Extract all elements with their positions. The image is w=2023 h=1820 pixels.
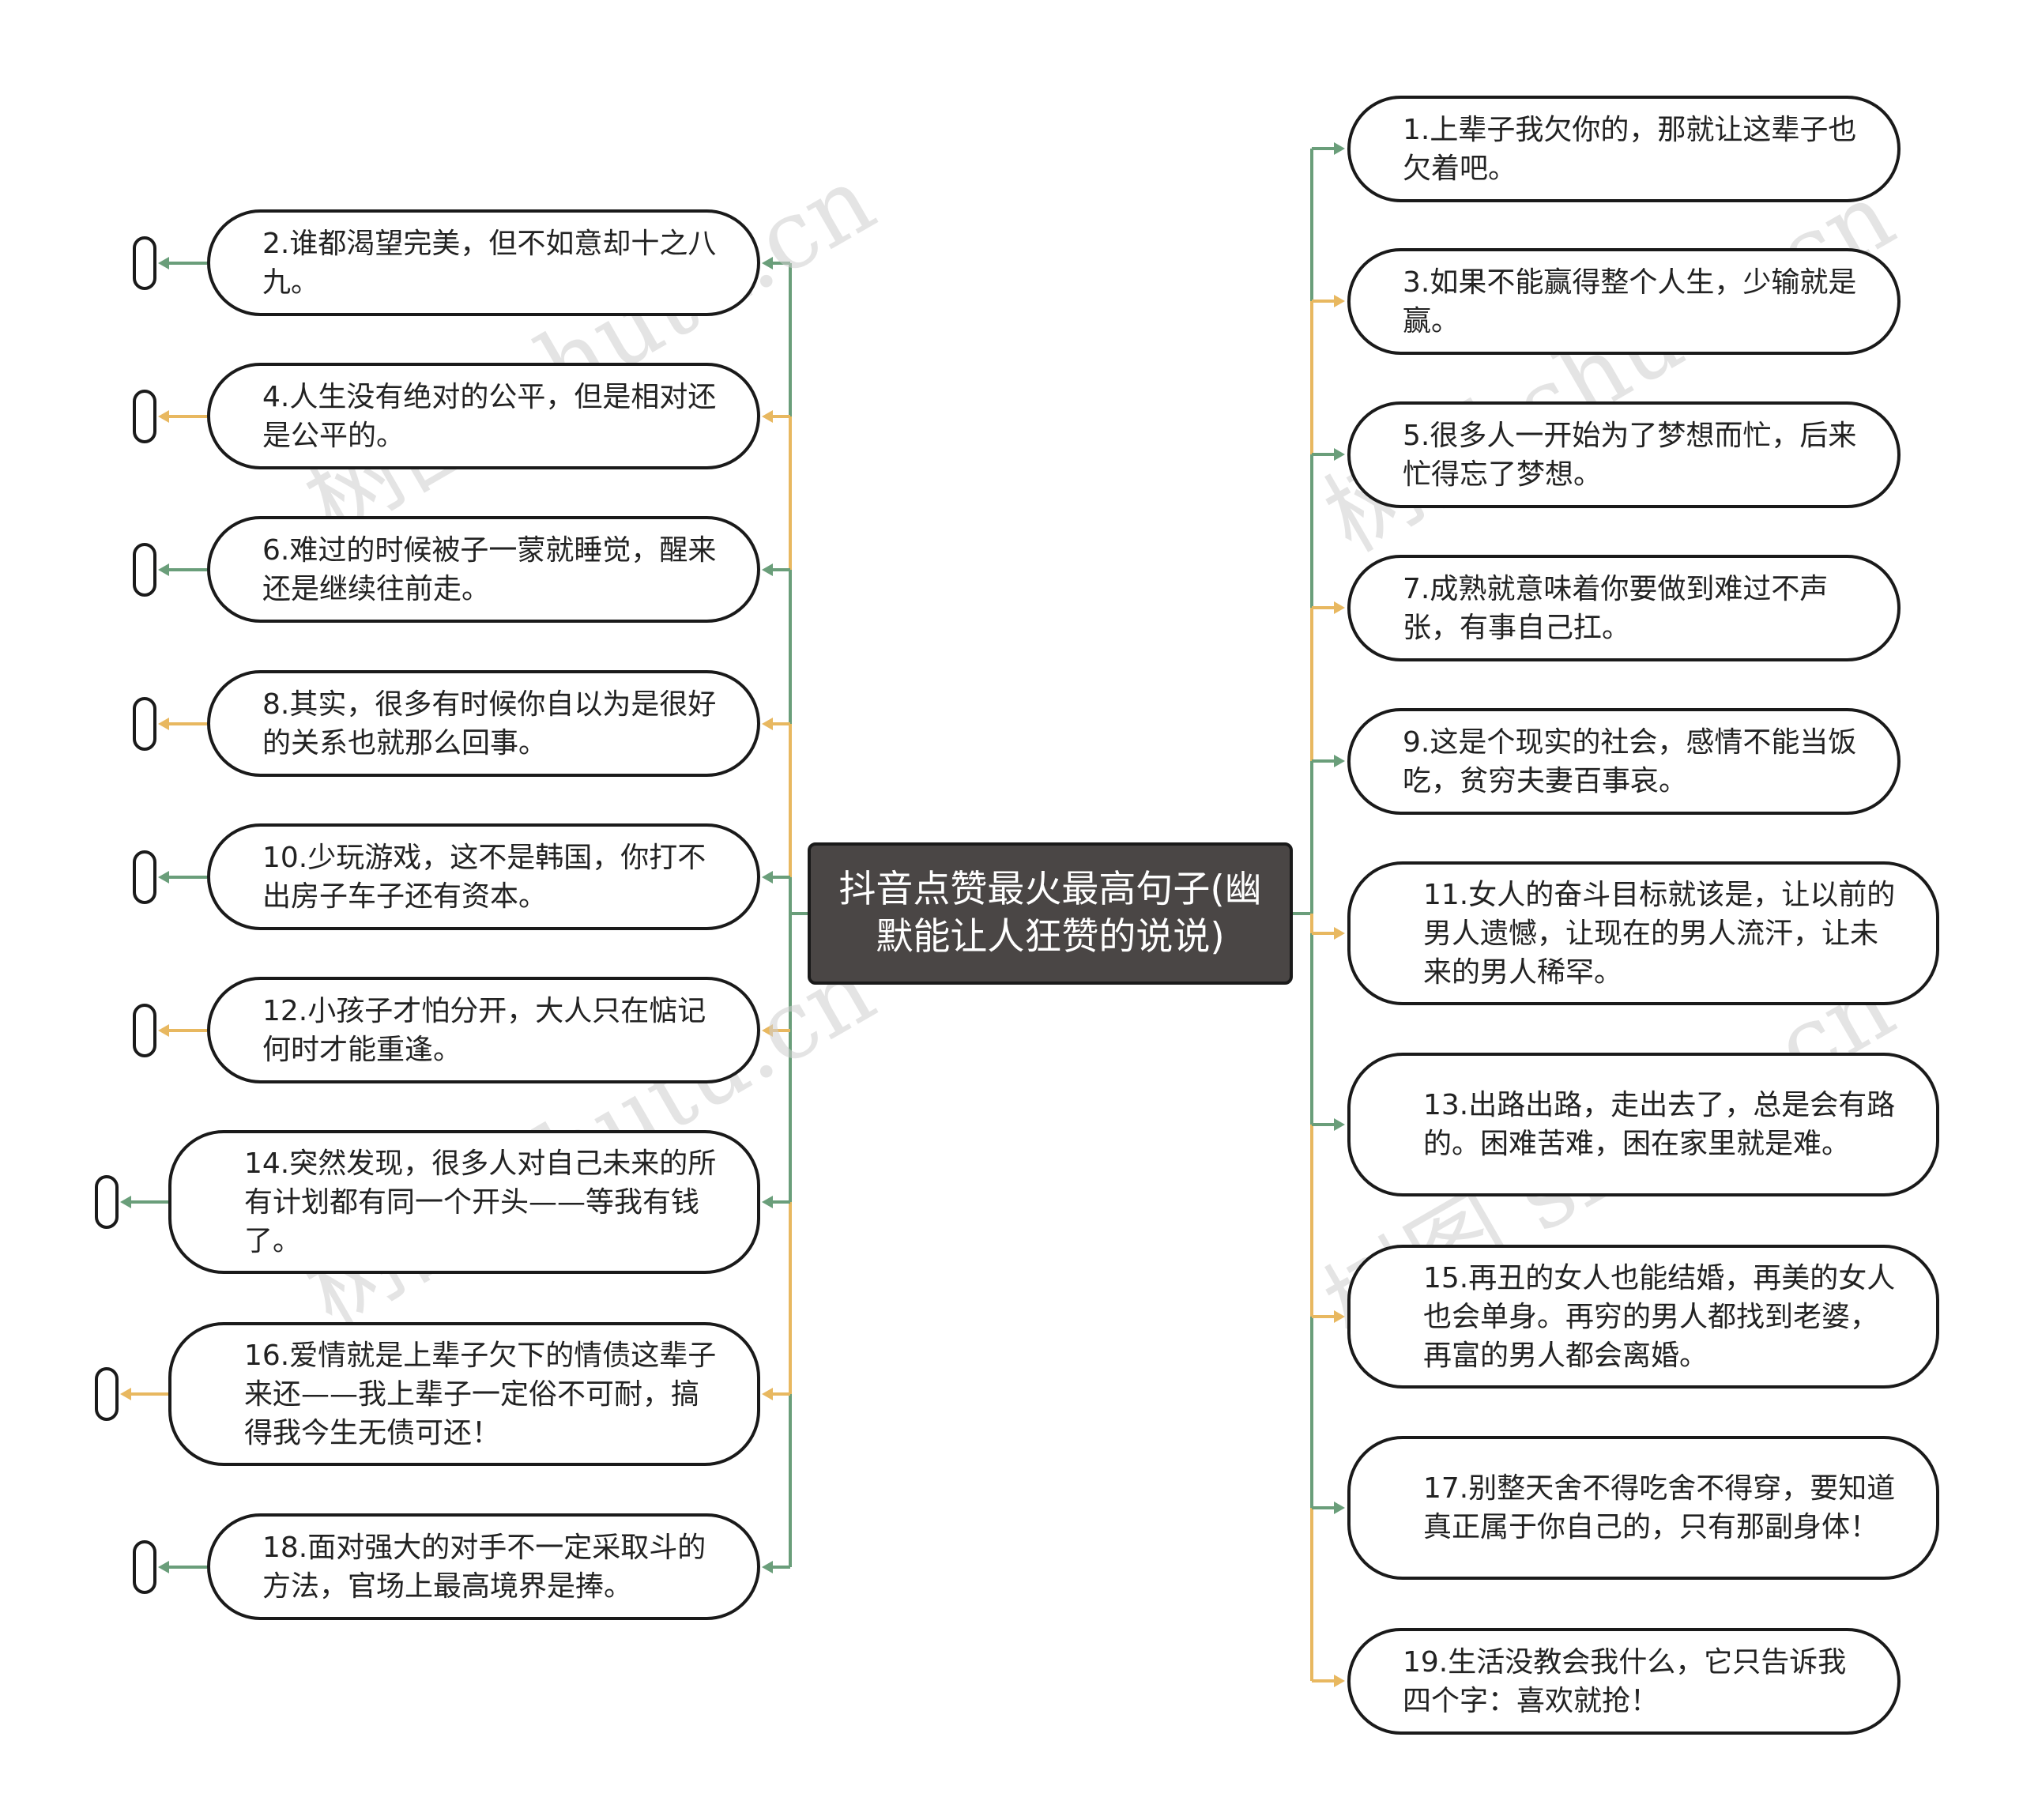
right-topic-17[interactable]: 17.别整天舍不得吃舍不得穿，要知道真正属于你自己的，只有那副身体！ — [1347, 1436, 1939, 1580]
arrowhead — [1334, 1310, 1345, 1323]
topic-text: 19.生活没教会我什么，它只告诉我四个字：喜欢就抢！ — [1403, 1645, 1847, 1717]
right-topic-9[interactable]: 9.这是个现实的社会，感情不能当饭吃，贫穷夫妻百事哀。 — [1347, 708, 1901, 815]
arrowhead — [158, 871, 169, 884]
arrowhead — [762, 871, 773, 884]
left-topic-10[interactable]: 10.少玩游戏，这不是韩国，你打不出房子车子还有资本。 — [207, 823, 760, 930]
arrowhead — [1334, 1502, 1345, 1514]
arrowhead — [158, 1561, 169, 1573]
topic-text: 9.这是个现实的社会，感情不能当饭吃，贫穷夫妻百事哀。 — [1403, 725, 1857, 797]
collapse-toggle[interactable] — [133, 543, 156, 597]
collapse-toggle[interactable] — [133, 697, 156, 751]
right-topic-3[interactable]: 3.如果不能赢得整个人生，少输就是赢。 — [1347, 248, 1901, 355]
arrowhead — [158, 410, 169, 423]
arrowhead — [1334, 142, 1345, 155]
right-topic-15[interactable]: 15.再丑的女人也能结婚，再美的女人也会单身。再穷的男人都找到老婆，再富的男人都… — [1347, 1245, 1939, 1389]
topic-text: 14.突然发现，很多人对自己未来的所有计划都有同一个开头——等我有钱了。 — [244, 1147, 717, 1257]
arrowhead — [762, 1024, 773, 1037]
topic-text: 10.少玩游戏，这不是韩国，你打不出房子车子还有资本。 — [262, 841, 706, 913]
collapse-toggle[interactable] — [133, 390, 156, 443]
root-topic[interactable]: 抖音点赞最火最高句子(幽默能让人狂赞的说说) — [808, 842, 1293, 985]
arrowhead — [1334, 1118, 1345, 1131]
arrowhead — [120, 1196, 131, 1208]
topic-text: 17.别整天舍不得吃舍不得穿，要知道真正属于你自己的，只有那副身体！ — [1423, 1472, 1896, 1543]
collapse-toggle[interactable] — [133, 236, 156, 290]
right-topic-7[interactable]: 7.成熟就意味着你要做到难过不声张，有事自己扛。 — [1347, 555, 1901, 661]
arrowhead — [1334, 927, 1345, 940]
left-topic-2[interactable]: 2.谁都渴望完美，但不如意却十之八九。 — [207, 209, 760, 316]
collapse-toggle[interactable] — [133, 1004, 156, 1057]
arrowhead — [762, 1196, 773, 1208]
topic-text: 4.人生没有绝对的公平，但是相对还是公平的。 — [262, 380, 717, 452]
collapse-toggle[interactable] — [133, 1540, 156, 1594]
left-topic-12[interactable]: 12.小孩子才怕分开，大人只在惦记何时才能重逢。 — [207, 977, 760, 1083]
arrowhead — [158, 718, 169, 730]
topic-text: 13.出路出路，走出去了，总是会有路的。困难苦难，困在家里就是难。 — [1423, 1089, 1896, 1160]
arrowhead — [158, 563, 169, 576]
arrowhead — [762, 718, 773, 730]
topic-text: 7.成熟就意味着你要做到难过不声张，有事自己扛。 — [1403, 572, 1829, 644]
arrowhead — [1334, 1675, 1345, 1687]
arrowhead — [762, 1561, 773, 1573]
arrowhead — [1334, 601, 1345, 614]
left-topic-14[interactable]: 14.突然发现，很多人对自己未来的所有计划都有同一个开头——等我有钱了。 — [168, 1130, 760, 1274]
right-topic-5[interactable]: 5.很多人一开始为了梦想而忙，后来忙得忘了梦想。 — [1347, 401, 1901, 508]
topic-text: 18.面对强大的对手不一定采取斗的方法，官场上最高境界是捧。 — [262, 1531, 706, 1603]
left-topic-4[interactable]: 4.人生没有绝对的公平，但是相对还是公平的。 — [207, 363, 760, 469]
arrowhead — [762, 563, 773, 576]
arrowhead — [1334, 295, 1345, 307]
topic-text: 12.小孩子才怕分开，大人只在惦记何时才能重逢。 — [262, 994, 706, 1066]
arrowhead — [1334, 448, 1345, 461]
arrowhead — [1334, 755, 1345, 767]
arrowhead — [762, 410, 773, 423]
topic-text: 11.女人的奋斗目标就该是，让以前的男人遗憾，让现在的男人流汗，让未来的男人稀罕… — [1423, 878, 1896, 989]
topic-text: 8.其实，很多有时候你自以为是很好的关系也就那么回事。 — [262, 688, 717, 759]
topic-text: 5.很多人一开始为了梦想而忙，后来忙得忘了梦想。 — [1403, 419, 1857, 491]
collapse-toggle[interactable] — [95, 1367, 119, 1421]
arrowhead — [158, 1024, 169, 1037]
topic-text: 3.如果不能赢得整个人生，少输就是赢。 — [1403, 266, 1857, 337]
right-topic-11[interactable]: 11.女人的奋斗目标就该是，让以前的男人遗憾，让现在的男人流汗，让未来的男人稀罕… — [1347, 861, 1939, 1005]
arrowhead — [762, 1388, 773, 1400]
right-topic-13[interactable]: 13.出路出路，走出去了，总是会有路的。困难苦难，困在家里就是难。 — [1347, 1053, 1939, 1196]
topic-text: 6.难过的时候被子一蒙就睡觉，醒来还是继续往前走。 — [262, 533, 717, 605]
left-topic-18[interactable]: 18.面对强大的对手不一定采取斗的方法，官场上最高境界是捧。 — [207, 1513, 760, 1620]
right-topic-1[interactable]: 1.上辈子我欠你的，那就让这辈子也欠着吧。 — [1347, 96, 1901, 202]
topic-text: 16.爱情就是上辈子欠下的情债这辈子来还——我上辈子一定俗不可耐，搞得我今生无债… — [244, 1339, 717, 1449]
arrowhead — [120, 1388, 131, 1400]
left-topic-8[interactable]: 8.其实，很多有时候你自以为是很好的关系也就那么回事。 — [207, 670, 760, 777]
arrowhead — [158, 257, 169, 269]
right-topic-19[interactable]: 19.生活没教会我什么，它只告诉我四个字：喜欢就抢！ — [1347, 1628, 1901, 1735]
topic-text: 1.上辈子我欠你的，那就让这辈子也欠着吧。 — [1403, 113, 1857, 185]
topic-text: 2.谁都渴望完美，但不如意却十之八九。 — [262, 227, 717, 299]
left-topic-16[interactable]: 16.爱情就是上辈子欠下的情债这辈子来还——我上辈子一定俗不可耐，搞得我今生无债… — [168, 1322, 760, 1466]
collapse-toggle[interactable] — [133, 850, 156, 904]
topic-text: 15.再丑的女人也能结婚，再美的女人也会单身。再穷的男人都找到老婆，再富的男人都… — [1423, 1261, 1896, 1372]
left-topic-6[interactable]: 6.难过的时候被子一蒙就睡觉，醒来还是继续往前走。 — [207, 516, 760, 623]
arrowhead — [762, 257, 773, 269]
root-topic-label: 抖音点赞最火最高句子(幽默能让人狂赞的说说) — [838, 868, 1262, 959]
collapse-toggle[interactable] — [95, 1175, 119, 1229]
